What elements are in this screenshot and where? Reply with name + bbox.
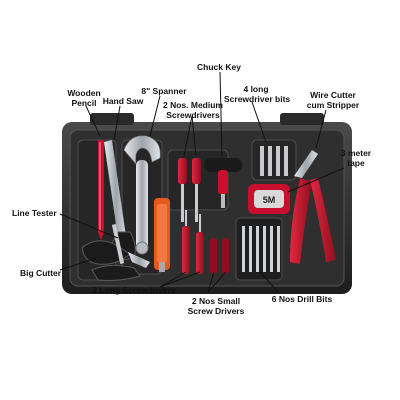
label-long-screwdriver-bits-line1: 4 long bbox=[243, 84, 269, 94]
tape-label: 5M bbox=[263, 195, 276, 205]
label-wooden-pencil-line1: Wooden bbox=[67, 88, 101, 98]
wire-cutter bbox=[290, 150, 336, 264]
label-long-screwdriver-bits-line2: Screwdriver bits bbox=[224, 94, 291, 104]
label-long-screwdriver-bits: 4 long Screwdriver bits bbox=[224, 84, 291, 104]
utility-knife bbox=[154, 198, 170, 272]
wooden-pencil bbox=[98, 140, 104, 240]
long-screwdriver-bits bbox=[260, 146, 288, 176]
spanner bbox=[123, 135, 161, 255]
label-wire-cutter-line1: Wire Cutter bbox=[310, 90, 356, 100]
label-medium-screwdrivers-line2: Screwdrivers bbox=[166, 110, 220, 120]
label-drill-bits: 6 Nos Drill Bits bbox=[271, 294, 333, 304]
label-wooden-pencil-line2: Pencil bbox=[71, 98, 97, 108]
label-small-screw-drivers: 2 Nos Small Screw Drivers bbox=[186, 296, 246, 316]
label-wire-cutter-line2: cum Stripper bbox=[306, 100, 360, 110]
small-screwdrivers bbox=[210, 238, 229, 274]
label-meter-tape-line2: tape bbox=[347, 158, 365, 168]
medium-screwdrivers bbox=[178, 158, 201, 222]
label-meter-tape-line1: 3 meter bbox=[340, 148, 372, 158]
label-small-screw-drivers-line1: 2 Nos Small bbox=[191, 296, 241, 306]
label-medium-screwdrivers-line1: 2 Nos. Medium bbox=[163, 100, 223, 110]
label-spanner: 8" Spanner bbox=[141, 86, 187, 96]
callout-lines bbox=[59, 71, 345, 293]
long-screwdrivers bbox=[182, 210, 204, 274]
label-long-screwdrivers: 2 Long Screwdrivers bbox=[92, 285, 176, 295]
label-hand-saw: Hand Saw bbox=[102, 96, 144, 106]
label-small-screw-drivers-line2: Screw Drivers bbox=[187, 306, 245, 316]
measuring-tape: 5M bbox=[248, 184, 290, 214]
label-chuck-key: Chuck Key bbox=[197, 62, 241, 72]
label-line-tester: Line Tester bbox=[12, 208, 57, 218]
label-medium-screwdrivers: 2 Nos. Medium Screwdrivers bbox=[162, 100, 224, 120]
label-meter-tape: 3 meter tape bbox=[334, 148, 378, 168]
label-big-cutter: Big Cutter bbox=[20, 268, 62, 278]
line-tester bbox=[111, 224, 125, 264]
chuck-key bbox=[204, 158, 242, 208]
drill-bits bbox=[242, 226, 280, 272]
label-wooden-pencil: Wooden Pencil bbox=[64, 88, 104, 108]
label-wire-cutter: Wire Cutter cum Stripper bbox=[302, 90, 364, 110]
